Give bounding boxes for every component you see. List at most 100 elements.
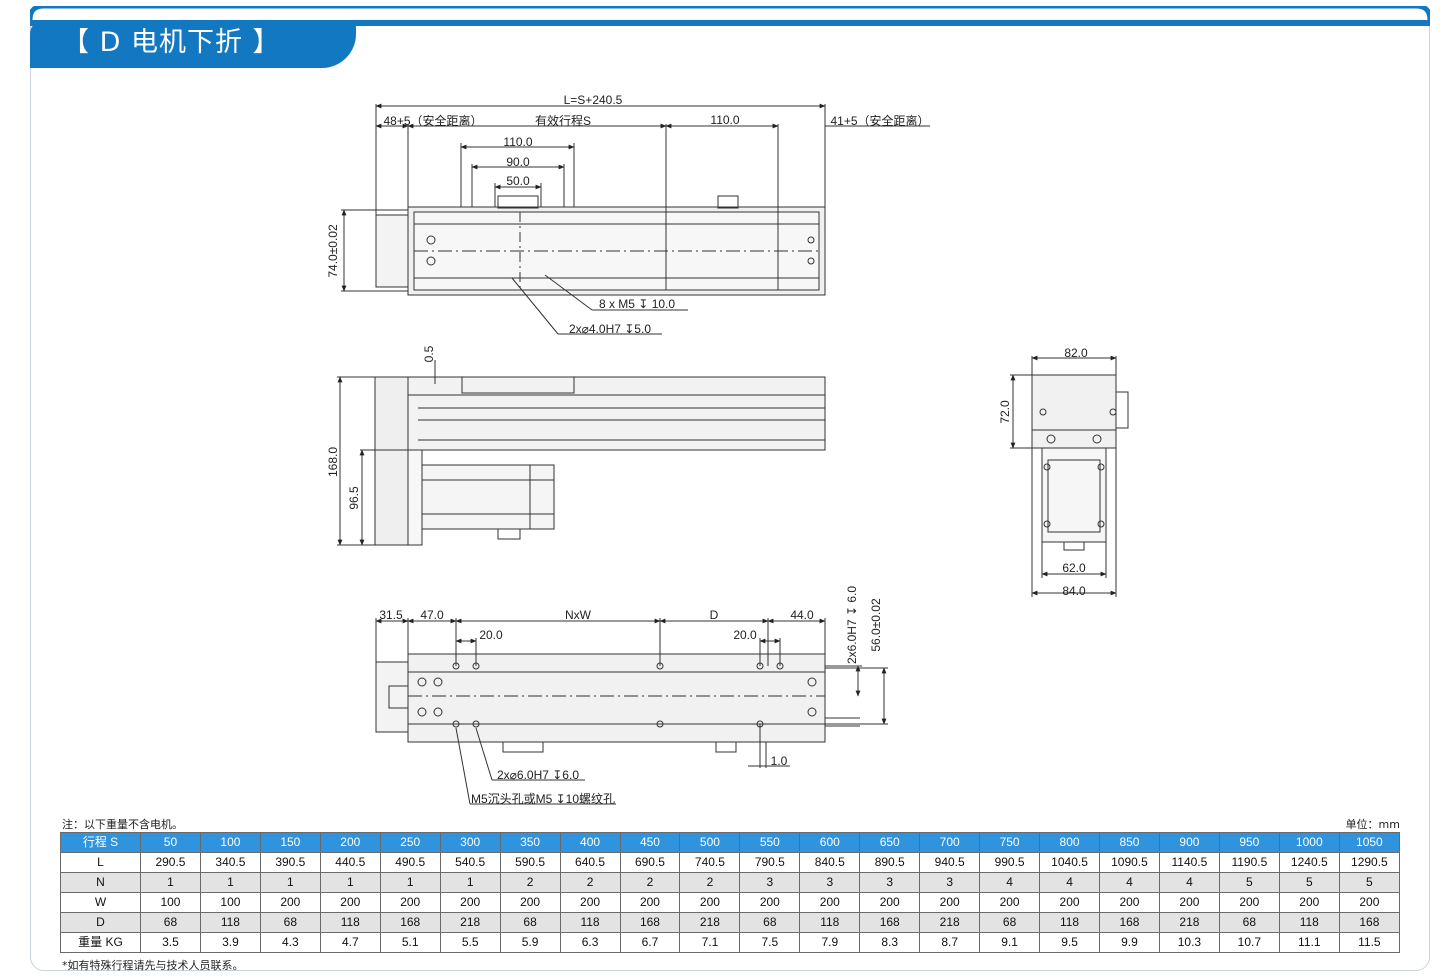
table-cell: 7.5 <box>739 932 801 953</box>
row-label: N <box>60 872 141 893</box>
table-cell: 100 <box>140 892 201 913</box>
table-cell: 118 <box>1039 912 1100 933</box>
dim-countersink: M5沉头孔或M5 ↧10螺纹孔 <box>471 792 615 806</box>
dim-pin-holes-bottom: 2x⌀6.0H7 ↧6.0 <box>497 768 579 782</box>
table-cell: 350 <box>499 832 561 853</box>
table-cell: 500 <box>679 832 741 853</box>
table-cell: 1050 <box>1338 832 1401 853</box>
table-cell: 200 <box>1099 892 1160 913</box>
table-cell: 7.9 <box>799 932 861 953</box>
row-label: 重量 KG <box>60 932 141 953</box>
table-cell: 800 <box>1039 832 1100 853</box>
table-cell: 290.5 <box>140 852 201 873</box>
table-cell: 1040.5 <box>1039 852 1100 873</box>
table-cell: 400 <box>559 832 621 853</box>
table-cell: 218 <box>679 912 741 933</box>
dim-nxw: NxW <box>565 608 592 622</box>
table-cell: 200 <box>499 892 561 913</box>
table-cell: 590.5 <box>499 852 561 873</box>
table-cell: 50 <box>140 832 201 853</box>
dim-d: D <box>710 608 719 622</box>
table-cell: 1190.5 <box>1218 852 1280 873</box>
table-cell: 200 <box>259 892 321 913</box>
table-cell: 2 <box>499 872 561 893</box>
table-cell: 200 <box>439 892 501 913</box>
table-cell: 5 <box>1338 872 1401 893</box>
table-cell: 100 <box>199 832 261 853</box>
table-cell: 1240.5 <box>1278 852 1340 873</box>
table-cell: 2 <box>679 872 741 893</box>
dim-pin-holes: 2x⌀4.0H7 ↧5.0 <box>569 322 651 336</box>
table-cell: 6.3 <box>559 932 621 953</box>
table-cell: 490.5 <box>379 852 441 873</box>
table-cell: 1000 <box>1278 832 1340 853</box>
dim-72: 72.0 <box>998 400 1012 424</box>
dim-84: 84.0 <box>1062 584 1086 598</box>
table-cell: 3 <box>799 872 861 893</box>
dim-stroke: 有效行程S <box>535 113 591 128</box>
page-title: 【 D 电机下折 】 <box>62 27 281 58</box>
table-cell: 6.7 <box>619 932 681 953</box>
dim-56: 56.0±0.02 <box>869 598 883 652</box>
row-label: 行程 S <box>60 832 141 853</box>
table-cell: 118 <box>799 912 861 933</box>
table-note: 注：以下重量不含电机。 <box>62 818 183 831</box>
table-cell: 68 <box>739 912 801 933</box>
table-cell: 200 <box>1039 892 1100 913</box>
table-cell: 990.5 <box>979 852 1041 873</box>
table-cell: 540.5 <box>439 852 501 873</box>
table-cell: 3 <box>739 872 801 893</box>
table-cell: 118 <box>1278 912 1340 933</box>
table-cell: 3 <box>859 872 921 893</box>
table-cell: 200 <box>1278 892 1340 913</box>
table-cell: 100 <box>199 892 261 913</box>
table-cell: 11.1 <box>1278 932 1340 953</box>
table-cell: 700 <box>919 832 981 853</box>
table-cell: 218 <box>919 912 981 933</box>
table-cell: 68 <box>140 912 201 933</box>
table-cell: 740.5 <box>679 852 741 873</box>
row-label: L <box>60 852 141 873</box>
dim-0-5: 0.5 <box>422 345 436 362</box>
table-cell: 440.5 <box>319 852 381 873</box>
table-cell: 200 <box>559 892 621 913</box>
table-cell: 1090.5 <box>1099 852 1160 873</box>
table-footnote: *如有特殊行程请先与技术人员联系。 <box>62 959 244 972</box>
table-cell: 200 <box>619 892 681 913</box>
table-cell: 168 <box>859 912 921 933</box>
table-cell: 5.5 <box>439 932 501 953</box>
table-cell: 68 <box>259 912 321 933</box>
table-cell: 790.5 <box>739 852 801 873</box>
dim-height-74: 74.0±0.02 <box>326 224 340 278</box>
table-cell: 200 <box>319 832 381 853</box>
table-cell: 150 <box>259 832 321 853</box>
table-cell: 1290.5 <box>1338 852 1401 873</box>
table-cell: 3 <box>919 872 981 893</box>
dim-62: 62.0 <box>1062 561 1086 575</box>
table-cell: 250 <box>379 832 441 853</box>
row-label: W <box>60 892 141 913</box>
table-cell: 4.3 <box>259 932 321 953</box>
table-cell: 68 <box>499 912 561 933</box>
table-cell: 218 <box>1158 912 1220 933</box>
dim-110-carriage: 110.0 <box>503 135 532 149</box>
table-cell: 5.1 <box>379 932 441 953</box>
table-cell: 200 <box>1338 892 1401 913</box>
table-cell: 10.7 <box>1218 932 1280 953</box>
table-cell: 200 <box>1218 892 1280 913</box>
header-tab <box>30 20 356 68</box>
table-cell: 890.5 <box>859 852 921 873</box>
table-cell: 218 <box>439 912 501 933</box>
table-cell: 200 <box>799 892 861 913</box>
table-cell: 118 <box>319 912 381 933</box>
top-view <box>341 103 930 335</box>
table-cell: 200 <box>919 892 981 913</box>
table-cell: 200 <box>979 892 1041 913</box>
dim-50: 50.0 <box>506 174 530 188</box>
table-cell: 68 <box>979 912 1041 933</box>
table-cell: 5 <box>1278 872 1340 893</box>
table-cell: 200 <box>1158 892 1220 913</box>
